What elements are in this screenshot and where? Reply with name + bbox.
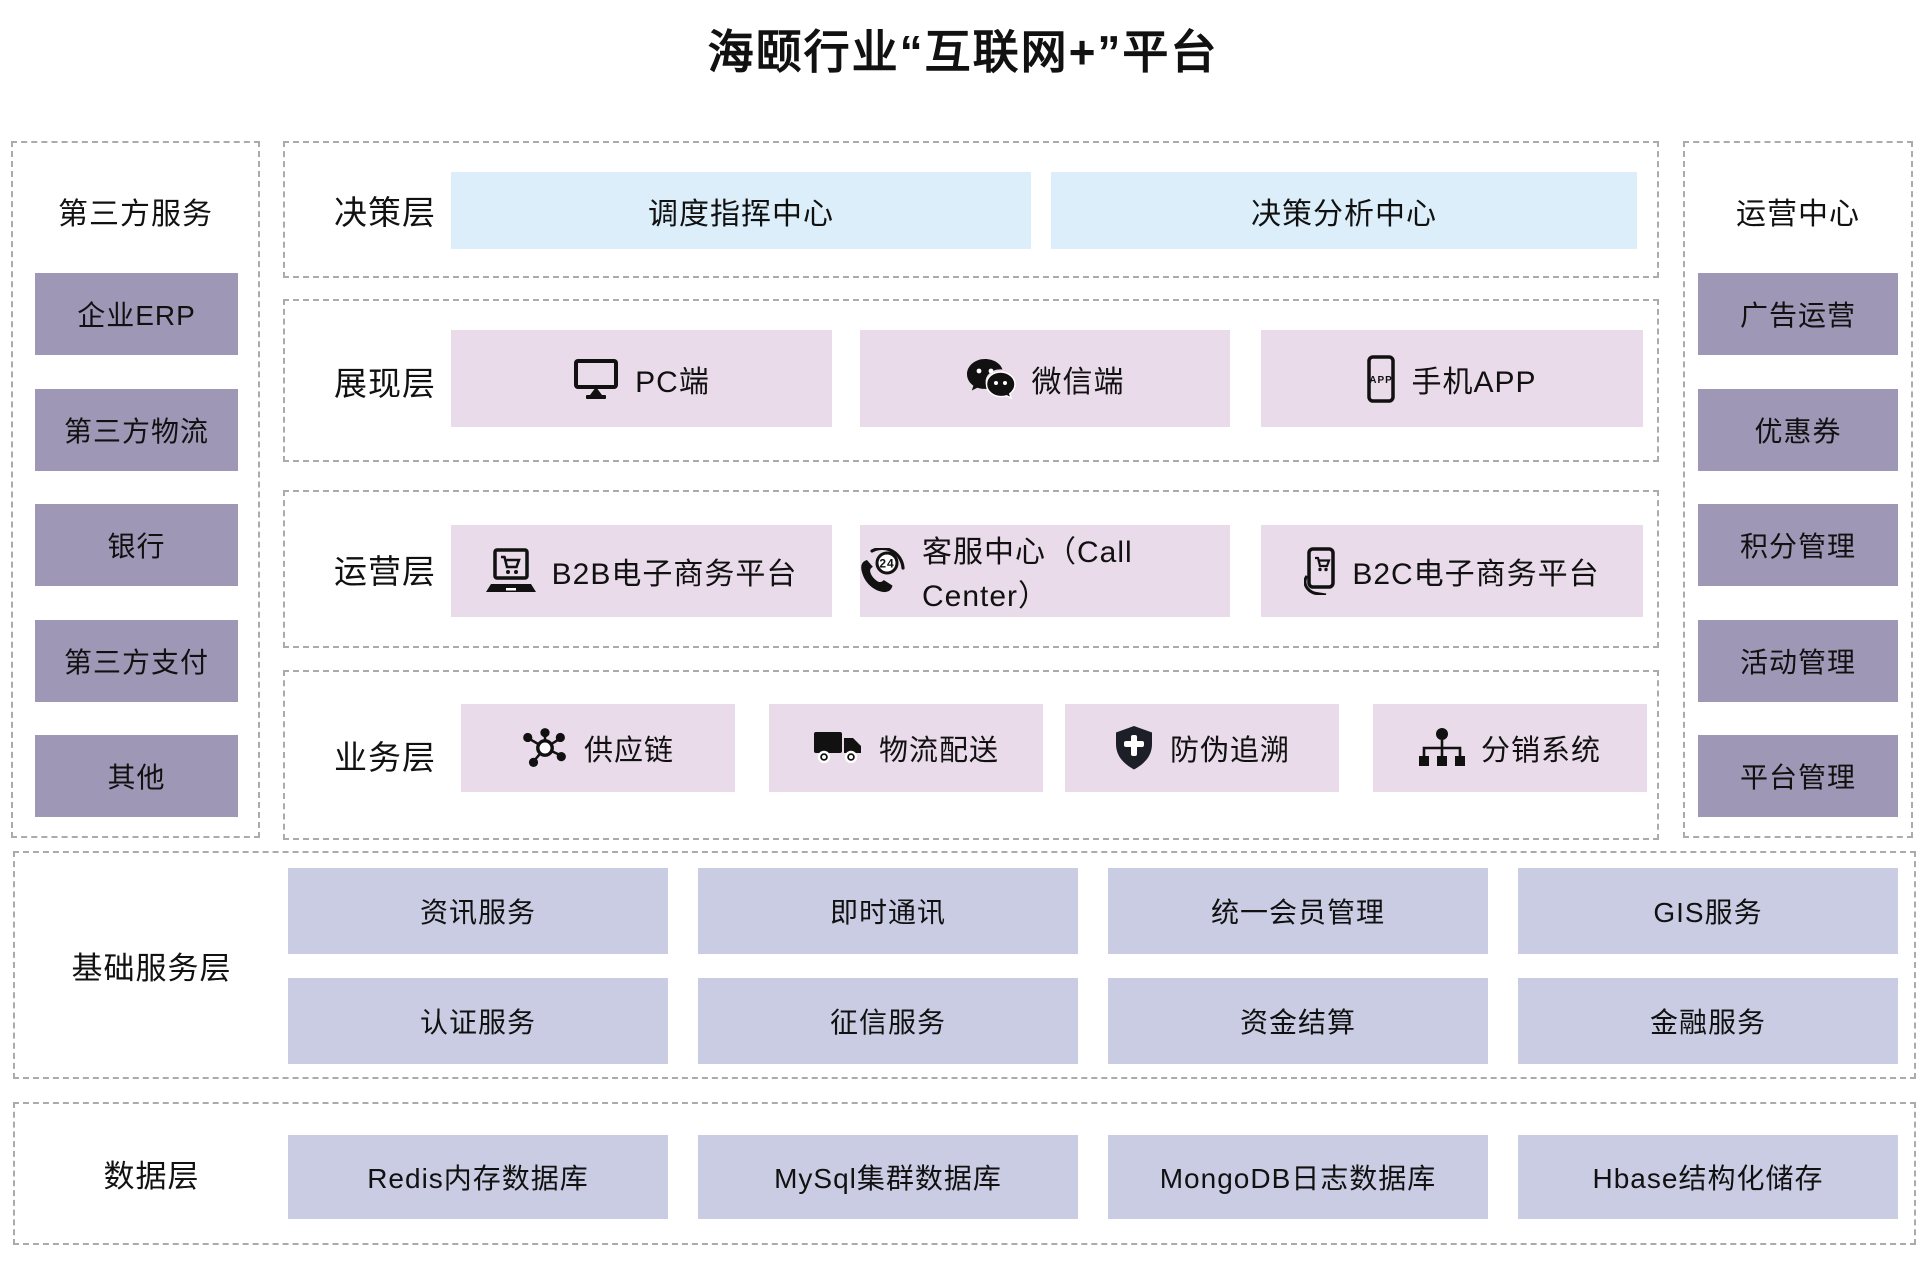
supply-chain-box: 供应链 xyxy=(461,704,735,792)
callcenter-box: 24 客服中心（Call Center） xyxy=(860,525,1230,617)
service-box-auth: 认证服务 xyxy=(288,978,668,1064)
phone-app-icon: APP xyxy=(1367,354,1396,403)
third-party-item-payment: 第三方支付 xyxy=(35,620,238,702)
operation-item-coupon: 优惠券 xyxy=(1698,389,1898,471)
third-party-services-panel: 第三方服务 企业ERP 第三方物流 银行 第三方支付 其他 xyxy=(11,141,260,838)
anti-counterfeit-label: 防伪追溯 xyxy=(1169,735,1290,767)
presentation-layer-label: 展现层 xyxy=(334,364,436,402)
data-layer-panel: 数据层 Redis内存数据库 MySql集群数据库 MongoDB日志数据库 H… xyxy=(13,1102,1916,1245)
callcenter-24-icon: 24 xyxy=(860,548,906,594)
logistics-label: 物流配送 xyxy=(878,735,999,767)
logistics-box: 物流配送 xyxy=(769,704,1043,792)
b2c-ecommerce-label: B2C电子商务平台 xyxy=(1352,558,1600,591)
service-box-im: 即时通讯 xyxy=(698,868,1078,954)
distribution-tree-icon xyxy=(1418,727,1465,769)
pc-client-box: PC端 xyxy=(451,330,832,427)
decision-layer-label: 决策层 xyxy=(334,193,436,231)
third-party-item-bank: 银行 xyxy=(35,504,238,586)
logistics-truck-icon xyxy=(813,729,863,767)
base-service-layer-panel: 基础服务层 资讯服务 即时通讯 统一会员管理 GIS服务 认证服务 征信服务 资… xyxy=(13,851,1916,1079)
b2b-ecommerce-label: B2B电子商务平台 xyxy=(551,558,798,591)
service-box-gis: GIS服务 xyxy=(1518,868,1898,954)
supply-chain-icon xyxy=(522,726,568,770)
service-box-news: 资讯服务 xyxy=(288,868,668,954)
data-box-hbase: Hbase结构化储存 xyxy=(1518,1135,1898,1219)
operation-item-platform: 平台管理 xyxy=(1698,735,1898,817)
svg-text:24: 24 xyxy=(879,557,894,571)
data-layer-label: 数据层 xyxy=(103,1159,200,1194)
anti-counterfeit-shield-icon xyxy=(1114,725,1154,771)
operation-item-activity: 活动管理 xyxy=(1698,620,1898,702)
b2c-ecommerce-box: B2C电子商务平台 xyxy=(1261,525,1643,617)
mobile-app-label: 手机APP xyxy=(1411,365,1537,399)
distribution-box: 分销系统 xyxy=(1373,704,1647,792)
operation-layer-label: 运营层 xyxy=(334,553,436,590)
wechat-client-box: 微信端 xyxy=(860,330,1230,427)
service-box-credit: 征信服务 xyxy=(698,978,1078,1064)
distribution-label: 分销系统 xyxy=(1480,735,1601,767)
operation-item-points: 积分管理 xyxy=(1698,504,1898,586)
business-layer-label: 业务层 xyxy=(334,739,436,776)
wechat-icon xyxy=(966,357,1016,401)
operation-layer-panel: 运营层 B2B电子商务平台 24 xyxy=(283,490,1659,648)
business-layer-panel: 业务层 xyxy=(283,670,1659,840)
b2b-ecommerce-box: B2B电子商务平台 xyxy=(451,525,832,617)
callcenter-label: 客服中心（Call Center） xyxy=(922,536,1133,613)
decision-analysis-center-box: 决策分析中心 xyxy=(1051,172,1637,249)
data-box-mysql: MySql集群数据库 xyxy=(698,1135,1078,1219)
service-box-finance: 金融服务 xyxy=(1518,978,1898,1064)
third-party-item-logistics: 第三方物流 xyxy=(35,389,238,471)
operation-center-panel: 运营中心 广告运营 优惠券 积分管理 活动管理 平台管理 xyxy=(1683,141,1913,838)
third-party-services-title: 第三方服务 xyxy=(58,198,213,231)
data-box-redis: Redis内存数据库 xyxy=(288,1135,668,1219)
monitor-icon xyxy=(573,358,619,400)
operation-item-ads: 广告运营 xyxy=(1698,273,1898,355)
anti-counterfeit-box: 防伪追溯 xyxy=(1065,704,1339,792)
base-service-layer-label: 基础服务层 xyxy=(71,950,232,986)
b2c-ecommerce-icon xyxy=(1304,547,1336,595)
third-party-item-erp: 企业ERP xyxy=(35,273,238,355)
pc-client-label: PC端 xyxy=(635,365,710,399)
supply-chain-label: 供应链 xyxy=(583,735,674,767)
service-box-member: 统一会员管理 xyxy=(1108,868,1488,954)
data-box-mongodb: MongoDB日志数据库 xyxy=(1108,1135,1488,1219)
dispatch-command-center-box: 调度指挥中心 xyxy=(451,172,1031,249)
svg-text:APP: APP xyxy=(1370,375,1394,386)
service-box-settlement: 资金结算 xyxy=(1108,978,1488,1064)
third-party-item-other: 其他 xyxy=(35,735,238,817)
b2b-ecommerce-icon xyxy=(485,548,536,594)
page-title: 海颐行业“互联网+”平台 xyxy=(707,26,1219,78)
wechat-client-label: 微信端 xyxy=(1031,365,1125,399)
decision-layer-panel: 决策层 调度指挥中心 决策分析中心 xyxy=(283,141,1659,278)
mobile-app-box: APP 手机APP xyxy=(1261,330,1643,427)
presentation-layer-panel: 展现层 PC端 xyxy=(283,299,1659,462)
operation-center-title: 运营中心 xyxy=(1736,198,1860,231)
